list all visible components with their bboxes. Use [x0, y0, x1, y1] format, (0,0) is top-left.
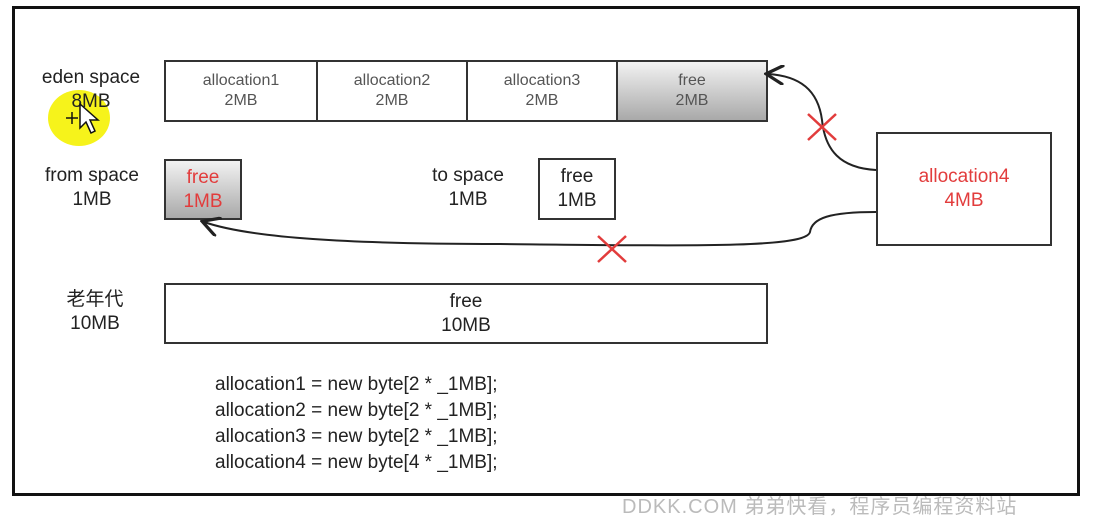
- to-space-cell-size: 1MB: [557, 190, 597, 211]
- to-space-cell-name: free: [560, 166, 594, 187]
- code-line: allocation1 = new byte[2 * _1MB];: [215, 374, 498, 395]
- old-gen-cell-name: free: [449, 290, 483, 312]
- allocation4-name: allocation4: [918, 166, 1010, 187]
- allocation4-size: 4MB: [944, 190, 984, 211]
- watermark: DDKK.COM 弟弟快看，程序员编程资料站: [622, 496, 1018, 518]
- from-space-title: from space: [45, 165, 139, 186]
- eden-cell-allocation2: allocation2 2MB: [318, 62, 468, 120]
- old-gen-cell-size: 10MB: [441, 314, 491, 336]
- eden-space-title: eden space: [41, 67, 141, 88]
- from-space-label: from space 1MB: [30, 164, 154, 212]
- cursor-icon: [66, 102, 100, 135]
- cursor-highlight: [48, 90, 110, 146]
- from-space-cell-name: free: [186, 166, 220, 188]
- to-space-box: free 1MB: [538, 158, 616, 220]
- eden-cell-name: free: [678, 72, 706, 89]
- from-space-cell-size: 1MB: [183, 190, 223, 212]
- eden-cell-size: 2MB: [224, 92, 258, 109]
- code-line: allocation3 = new byte[2 * _1MB];: [215, 426, 498, 447]
- arrow-to-from-space: [204, 211, 877, 247]
- old-gen-size: 10MB: [70, 313, 120, 334]
- arrow-to-eden-free: [768, 74, 877, 171]
- to-space-title: to space: [432, 165, 504, 186]
- eden-cell-name: allocation3: [503, 72, 581, 89]
- cross-mark-eden: [807, 113, 837, 141]
- eden-cell-name: allocation2: [353, 72, 431, 89]
- eden-cell-name: allocation1: [202, 72, 280, 89]
- eden-cell-allocation3: allocation3 2MB: [468, 62, 618, 120]
- cross-mark-from-space: [597, 235, 627, 263]
- code-block: allocation1 = new byte[2 * _1MB]; alloca…: [215, 372, 498, 476]
- eden-cell-allocation1: allocation1 2MB: [166, 62, 318, 120]
- from-space-box: free 1MB: [164, 159, 242, 220]
- eden-cell-free: free 2MB: [618, 62, 766, 120]
- from-space-size: 1MB: [72, 189, 112, 210]
- to-space-label: to space 1MB: [418, 164, 518, 212]
- allocation4-box: allocation4 4MB: [876, 132, 1052, 246]
- eden-cell-size: 2MB: [375, 92, 409, 109]
- code-line: allocation2 = new byte[2 * _1MB];: [215, 400, 498, 421]
- to-space-size: 1MB: [448, 189, 488, 210]
- code-line: allocation4 = new byte[4 * _1MB];: [215, 452, 498, 473]
- eden-space-box: allocation1 2MB allocation2 2MB allocati…: [164, 60, 768, 122]
- eden-cell-size: 2MB: [525, 92, 559, 109]
- eden-cell-size: 2MB: [675, 92, 709, 109]
- old-gen-box: free 10MB: [164, 283, 768, 344]
- old-gen-label: 老年代 10MB: [40, 288, 150, 336]
- old-gen-title: 老年代: [66, 289, 124, 310]
